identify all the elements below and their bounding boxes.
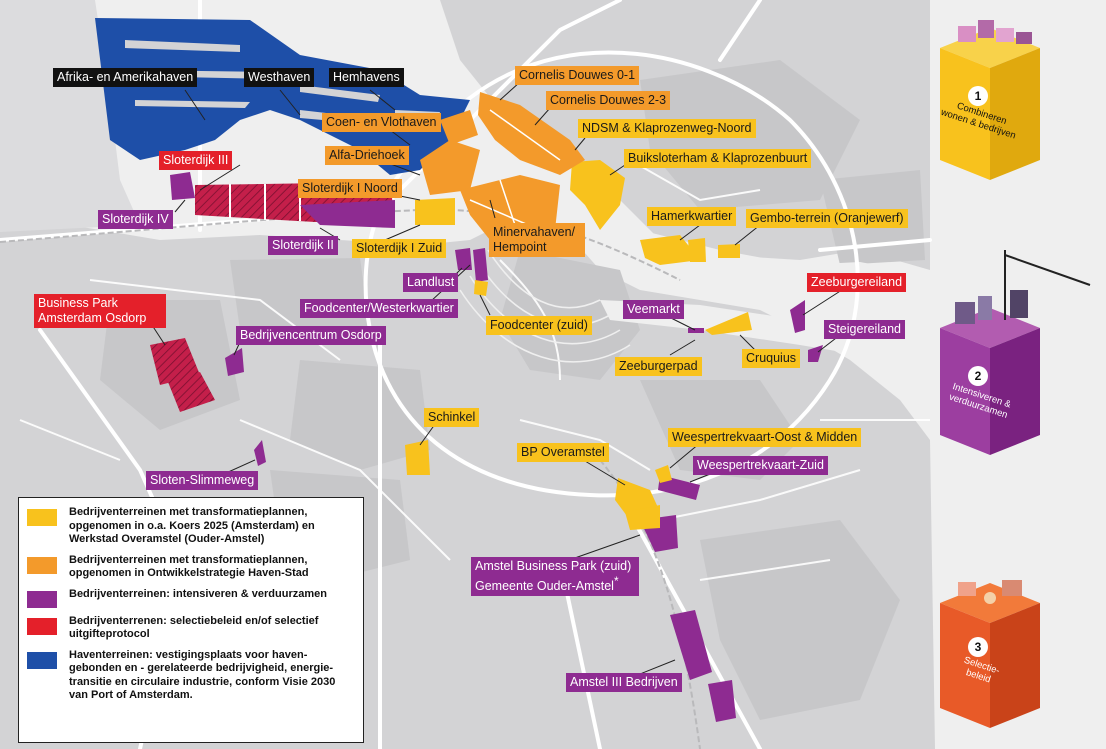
label-coen-vlothaven: Coen- en Vlothaven xyxy=(322,113,441,132)
cube-3 xyxy=(940,580,1040,728)
label-bedrijvencentrum-osdorp: Bedrijvencentrum Osdorp xyxy=(236,326,386,345)
cube-3-number: 3 xyxy=(968,637,988,657)
label-sloterdijk-4: Sloterdijk IV xyxy=(98,210,173,229)
label-alfa-driehoek: Alfa-Driehoek xyxy=(325,146,409,165)
label-westhaven: Westhaven xyxy=(244,68,315,87)
label-foodcenter-westerkwartier: Foodcenter/Westerkwartier xyxy=(300,299,458,318)
leader-lines xyxy=(149,81,846,681)
map-legend: Bedrijventerreinen met transformatieplan… xyxy=(18,497,364,743)
label-sloten-slimmeweg: Sloten-Slimmeweg xyxy=(146,471,259,490)
label-landlust: Landlust xyxy=(403,273,459,292)
label-foodcenter-zuid: Foodcenter (zuid) xyxy=(486,316,592,335)
label-cornelis-douwes-23: Cornelis Douwes 2-3 xyxy=(546,91,671,110)
haven-areas xyxy=(95,18,470,175)
label-hamerkwartier: Hamerkwartier xyxy=(647,207,737,226)
label-steigereiland: Steigereiland xyxy=(824,320,905,339)
label-gembo-terrein: Gembo-terrein (Oranjewerf) xyxy=(746,209,908,228)
yellow-areas xyxy=(405,160,752,530)
label-zeeburgereiland: Zeeburgereiland xyxy=(807,273,907,292)
secondary-roads xyxy=(19,159,930,581)
label-business-park-osdorp: Business Park Amsterdam Osdorp xyxy=(34,294,166,328)
label-weespertrekvaart-zuid: Weespertrekvaart-Zuid xyxy=(693,456,828,475)
label-zeeburgerpad: Zeeburgerpad xyxy=(615,357,702,376)
label-sloterdijk-3: Sloterdijk III xyxy=(159,151,233,170)
label-minervahaven-line2: Hempoint xyxy=(493,240,547,254)
label-minervahaven-line1: Minervahaven/ xyxy=(493,225,575,239)
label-veemarkt: Veemarkt xyxy=(623,300,684,319)
legend-text-blue: Haventerreinen: vestigingsplaats voor ha… xyxy=(69,648,336,702)
legend-swatch-blue xyxy=(27,651,57,669)
label-business-park-line1: Business Park xyxy=(38,296,118,310)
label-weespertrekvaart-oost: Weespertrekvaart-Oost & Midden xyxy=(668,428,862,447)
cube-1 xyxy=(940,20,1040,180)
label-sloterdijk-2: Sloterdijk II xyxy=(268,236,338,255)
label-business-park-line2: Amsterdam Osdorp xyxy=(38,311,147,325)
legend-item-purple: Bedrijventerreinen: intensiveren & verdu… xyxy=(27,588,355,608)
legend-item-red: Bedrijventerrenen: selectiebeleid en/of … xyxy=(27,615,355,642)
legend-swatch-orange xyxy=(27,556,57,574)
label-ndsm: NDSM & Klaprozenweg-Noord xyxy=(578,119,756,138)
legend-text-yellow: Bedrijventerreinen met transformatieplan… xyxy=(69,506,315,545)
legend-text-orange: Bedrijventerreinen met transformatieplan… xyxy=(69,553,309,580)
label-sloterdijk-1-noord: Sloterdijk I Noord xyxy=(298,179,402,198)
label-schinkel: Schinkel xyxy=(424,408,480,427)
label-amstel-3-bedrijven: Amstel III Bedrijven xyxy=(566,673,682,692)
legend-text-red: Bedrijventerrenen: selectiebeleid en/of … xyxy=(69,614,319,641)
legend-text-purple: Bedrijventerreinen: intensiveren & verdu… xyxy=(69,587,327,600)
label-amstel-bp-line1: Amstel Business Park (zuid) xyxy=(475,559,632,573)
cube-1-number: 1 xyxy=(968,86,988,106)
label-hemhavens: Hemhavens xyxy=(329,68,404,87)
label-bp-overamstel: BP Overamstel xyxy=(517,443,609,462)
label-sloterdijk-1-zuid: Sloterdijk I Zuid xyxy=(352,239,447,258)
legend-swatch-purple xyxy=(27,590,57,608)
cube-2 xyxy=(940,250,1091,455)
legend-swatch-red xyxy=(27,617,57,635)
legend-item-orange: Bedrijventerreinen met transformatieplan… xyxy=(27,554,355,581)
cube-2-number: 2 xyxy=(968,366,988,386)
legend-swatch-yellow xyxy=(27,509,57,526)
label-afrika-amerikahaven: Afrika- en Amerikahaven xyxy=(53,68,198,87)
label-minervahaven: Minervahaven/ Hempoint xyxy=(489,223,585,257)
label-amstel-bp-line2-text: Gemeente Ouder-Amstel xyxy=(475,579,614,594)
label-buiksloterham: Buiksloterham & Klaprozenbuurt xyxy=(624,149,812,168)
orange-areas xyxy=(420,92,585,250)
label-amstel-bp-line2: Gemeente Ouder-Amstel* xyxy=(475,574,635,594)
label-amstel-business-park: Amstel Business Park (zuid) Gemeente Oud… xyxy=(471,557,639,597)
legend-item-blue: Haventerreinen: vestigingsplaats voor ha… xyxy=(27,649,355,703)
label-cruquius: Cruquius xyxy=(742,349,801,368)
label-amstel-bp-asterisk: * xyxy=(613,574,619,588)
label-cornelis-douwes-01: Cornelis Douwes 0-1 xyxy=(515,66,640,85)
legend-item-yellow: Bedrijventerreinen met transformatieplan… xyxy=(27,506,355,547)
